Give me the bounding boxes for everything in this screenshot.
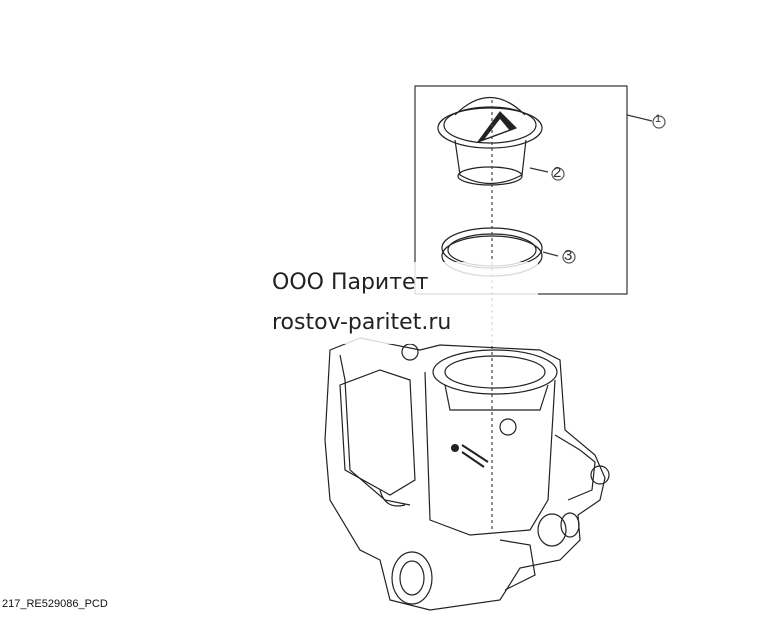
callout-label-3: 3 — [564, 247, 573, 264]
figure-code: 217_RE529086_PCD — [2, 598, 108, 610]
callout-circle-1 — [652, 115, 666, 129]
housing-logo-mark — [451, 444, 489, 468]
leader-line-3 — [542, 251, 559, 257]
callout-circle-2 — [551, 167, 565, 181]
leader-line-1 — [626, 114, 653, 122]
callout-label-1: 1 — [655, 113, 662, 125]
watermark-background — [248, 262, 538, 344]
callout-circle-3 — [562, 250, 576, 264]
leader-line-2 — [529, 167, 549, 173]
thermostat — [437, 96, 543, 186]
watermark-company: ООО Паритет — [272, 270, 429, 295]
watermark-site: rostov-paritet.ru — [272, 310, 452, 335]
thermostat-housing — [324, 337, 610, 611]
callout-label-2: 2 — [553, 164, 562, 181]
